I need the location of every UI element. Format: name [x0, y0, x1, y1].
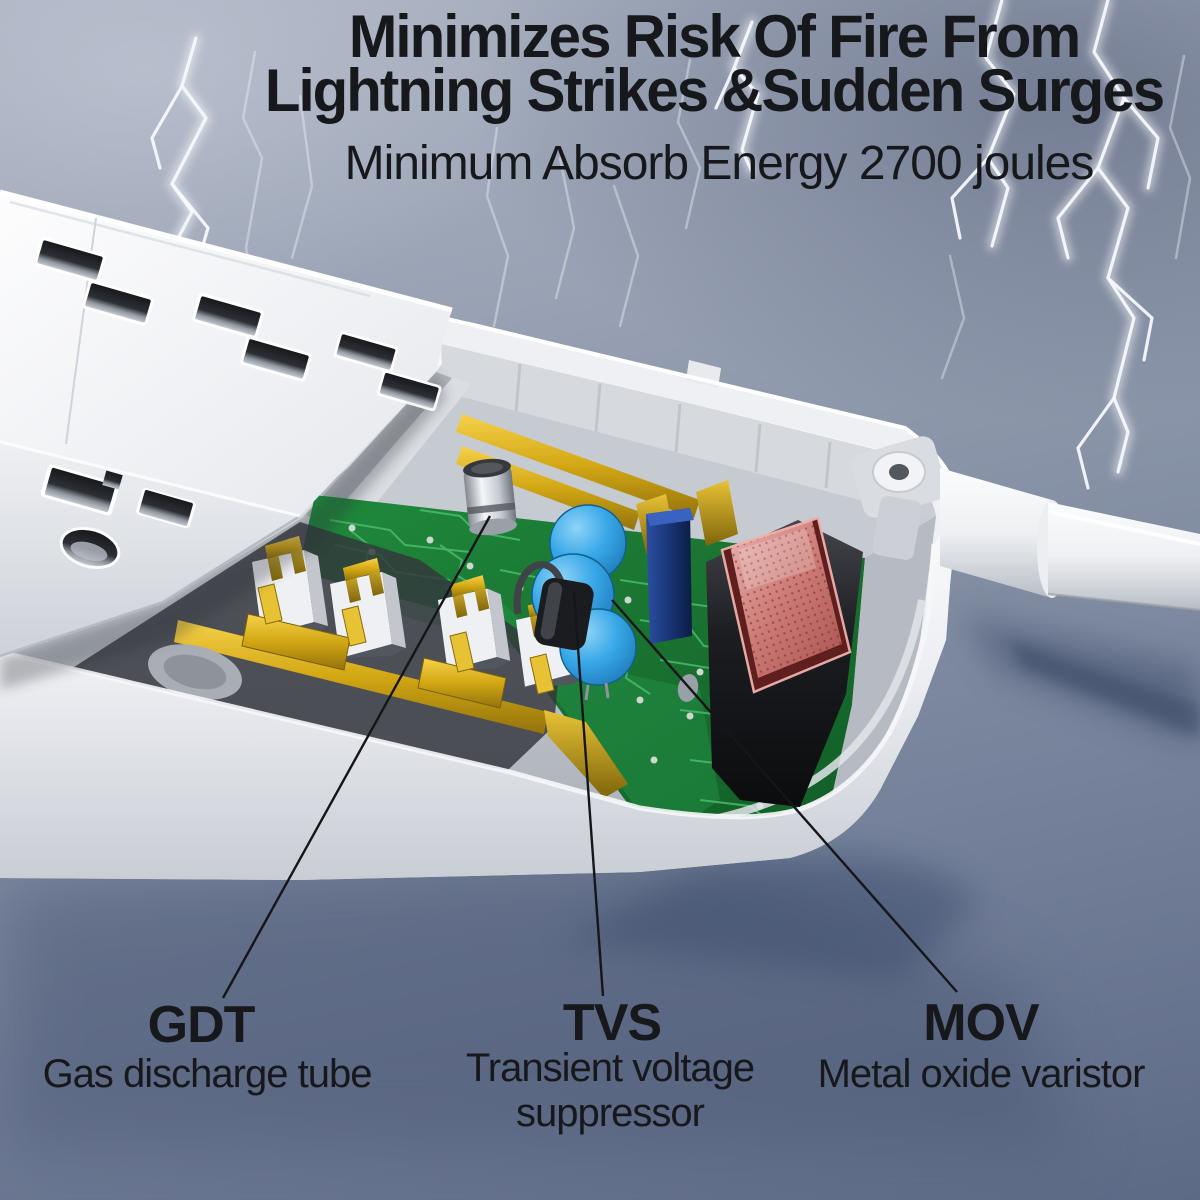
power-cord	[940, 468, 1200, 612]
back-wall	[441, 344, 893, 506]
callout-mov-abbr: MOV	[923, 994, 1039, 1052]
cover-with-outlets	[0, 189, 453, 658]
power-strip	[0, 189, 1200, 880]
headline-line1: Minimizes Risk Of Fire From	[348, 3, 1081, 70]
ground-hole	[59, 526, 121, 570]
desk-shadow	[0, 615, 1200, 1150]
lightning-bolts	[135, 0, 1192, 490]
tvs-component	[513, 561, 594, 651]
capacitor-slab	[646, 508, 694, 644]
callout-line-tvs	[572, 591, 605, 997]
screw-boss	[851, 436, 947, 560]
callout-line-gdt	[221, 515, 492, 999]
outlet-slots	[25, 236, 449, 570]
headline-line2: Lightning Strikes &Sudden Surges	[264, 57, 1165, 124]
brass-busbar	[174, 583, 628, 798]
headline: Minimizes Risk Of Fire From Lightning St…	[264, 3, 1165, 124]
callout-tvs-desc: Transient voltage suppressor	[465, 1046, 755, 1135]
power-switch	[706, 516, 863, 807]
subtitle: Minimum Absorb Energy 2700 joules	[344, 137, 1095, 190]
callout-lines	[221, 515, 958, 999]
callout-mov-desc: Metal oxide varistor	[817, 1052, 1146, 1096]
callout-gdt-desc: Gas discharge tube	[42, 1052, 373, 1096]
front-wall	[0, 510, 958, 880]
callout-tvs-abbr: TVS	[562, 994, 662, 1052]
callout-gdt-abbr: GDT	[147, 996, 256, 1054]
back-rim	[441, 318, 958, 504]
callout-line-mov	[611, 599, 958, 993]
gdt-component	[463, 458, 518, 536]
